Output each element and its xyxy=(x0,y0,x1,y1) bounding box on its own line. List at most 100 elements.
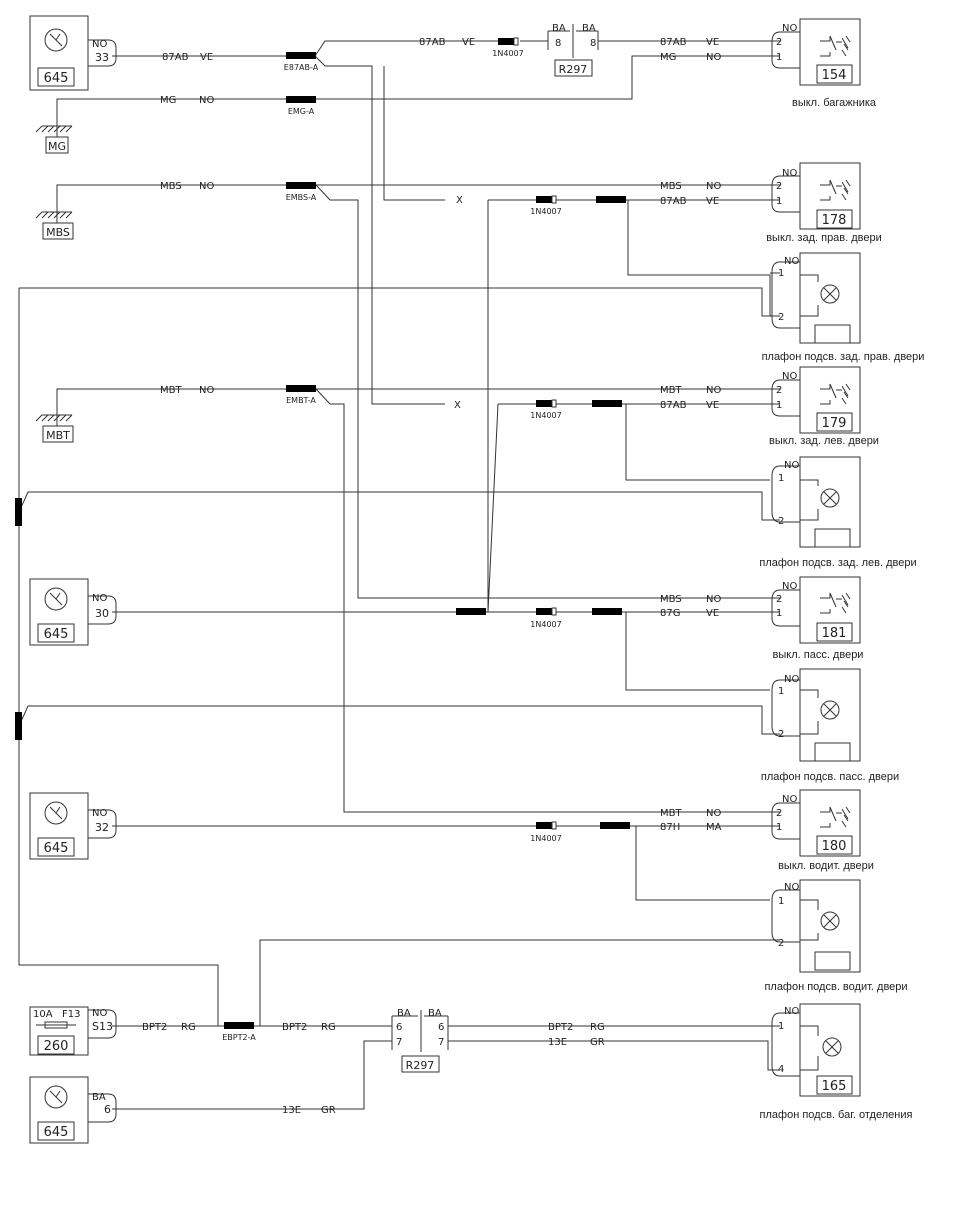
svg-text:33: 33 xyxy=(95,51,109,64)
svg-text:87H: 87H xyxy=(660,822,680,833)
svg-text:6: 6 xyxy=(438,1022,444,1033)
svg-text:87AB: 87AB xyxy=(162,52,189,63)
lamp-caption: плафон подсв. баг. отделения xyxy=(760,1109,913,1121)
svg-text:BA: BA xyxy=(428,1008,442,1019)
svg-text:VE: VE xyxy=(706,196,719,207)
svg-text:MG: MG xyxy=(48,140,66,153)
svg-text:NO: NO xyxy=(784,256,799,267)
svg-text:2: 2 xyxy=(778,729,784,740)
svg-text:EBPT2-A: EBPT2-A xyxy=(222,1033,256,1042)
svg-text:EMBS-A: EMBS-A xyxy=(286,193,317,202)
svg-text:VE: VE xyxy=(706,400,719,411)
svg-text:8: 8 xyxy=(555,38,561,49)
svg-text:NO: NO xyxy=(199,181,214,192)
switch-181: NO 2 1 181 xyxy=(771,576,861,644)
svg-text:NO: NO xyxy=(92,808,107,819)
svg-text:13E: 13E xyxy=(548,1037,567,1048)
svg-text:1: 1 xyxy=(778,1021,784,1032)
switch-178: NO 2 1 178 xyxy=(771,162,861,230)
svg-text:2: 2 xyxy=(776,37,782,48)
svg-text:1: 1 xyxy=(776,822,782,833)
svg-text:MBS: MBS xyxy=(160,181,182,192)
svg-text:EMBT-A: EMBT-A xyxy=(286,396,316,405)
svg-text:BA: BA xyxy=(397,1008,411,1019)
lamp-rear-left: NO 1 2 xyxy=(771,456,861,548)
svg-text:178: 178 xyxy=(822,213,847,228)
svg-text:1: 1 xyxy=(778,896,784,907)
svg-text:6: 6 xyxy=(104,1103,111,1116)
svg-text:10A: 10A xyxy=(33,1009,53,1020)
svg-text:NO: NO xyxy=(784,882,799,893)
svg-text:BA: BA xyxy=(582,23,596,34)
svg-text:NO: NO xyxy=(92,593,107,604)
cross-mark: X xyxy=(454,400,461,411)
svg-text:MBS: MBS xyxy=(660,594,682,605)
unit-number: 645 xyxy=(44,1125,69,1140)
svg-text:8: 8 xyxy=(590,38,596,49)
svg-text:2: 2 xyxy=(776,181,782,192)
svg-text:S13: S13 xyxy=(92,1020,113,1033)
svg-text:MBT: MBT xyxy=(660,808,682,819)
cross-mark: X xyxy=(456,195,463,206)
svg-text:BPT2: BPT2 xyxy=(548,1022,573,1033)
svg-text:154: 154 xyxy=(822,68,847,83)
svg-text:179: 179 xyxy=(822,416,847,431)
svg-text:VE: VE xyxy=(200,52,213,63)
svg-text:GR: GR xyxy=(590,1037,605,1048)
svg-text:6: 6 xyxy=(396,1022,402,1033)
svg-text:1: 1 xyxy=(778,686,784,697)
switch-154: NO 2 1 154 xyxy=(771,18,861,86)
svg-text:NO: NO xyxy=(782,371,797,382)
svg-text:2: 2 xyxy=(776,594,782,605)
svg-text:NO: NO xyxy=(784,1006,799,1017)
svg-text:BA: BA xyxy=(552,23,566,34)
svg-text:2: 2 xyxy=(778,516,784,527)
switch-caption: выкл. водит. двери xyxy=(778,860,874,872)
svg-text:NO: NO xyxy=(706,181,721,192)
lamp-passenger: NO 1 2 xyxy=(771,668,861,762)
svg-text:1N4007: 1N4007 xyxy=(492,49,523,58)
svg-text:VE: VE xyxy=(706,37,719,48)
lamp-caption: плафон подсв. водит. двери xyxy=(764,981,907,993)
svg-text:NO: NO xyxy=(92,39,107,50)
ground-mbt: MBT xyxy=(35,414,74,443)
switch-caption: выкл. зад. прав. двери xyxy=(766,232,882,244)
svg-text:87G: 87G xyxy=(660,608,680,619)
svg-text:30: 30 xyxy=(95,607,109,620)
ground-mg: MG xyxy=(35,125,73,154)
svg-text:NO: NO xyxy=(199,385,214,396)
svg-text:MBS: MBS xyxy=(46,226,70,239)
svg-text:BPT2: BPT2 xyxy=(282,1022,307,1033)
svg-text:VE: VE xyxy=(706,608,719,619)
unit-645-32: 645 NO 32 xyxy=(29,792,117,860)
svg-text:2: 2 xyxy=(778,938,784,949)
svg-text:R297: R297 xyxy=(559,63,588,76)
svg-text:VE: VE xyxy=(462,37,475,48)
splices: E87AB-A EMG-A EMBS-A EMBT-A EBPT2-A xyxy=(15,52,630,1042)
unit-645-top: 645 NO 33 xyxy=(29,15,117,91)
svg-text:MBT: MBT xyxy=(46,429,70,442)
svg-text:1N4007: 1N4007 xyxy=(530,411,561,420)
svg-text:1: 1 xyxy=(776,196,782,207)
svg-text:RG: RG xyxy=(181,1022,196,1033)
switch-179: NO 2 1 179 xyxy=(771,366,861,434)
svg-text:BA: BA xyxy=(92,1092,106,1103)
svg-text:NO: NO xyxy=(706,52,721,63)
svg-text:1: 1 xyxy=(776,400,782,411)
svg-text:NO: NO xyxy=(782,23,797,34)
svg-text:1: 1 xyxy=(778,268,784,279)
svg-text:1: 1 xyxy=(776,52,782,63)
fuse-260: 10A F13 260 NO S13 xyxy=(29,1006,117,1056)
lamp-trunk: NO 1 4 165 xyxy=(771,1003,861,1097)
svg-text:2: 2 xyxy=(776,808,782,819)
svg-text:NO: NO xyxy=(782,794,797,805)
svg-text:E87AB-A: E87AB-A xyxy=(284,63,319,72)
svg-text:180: 180 xyxy=(822,839,847,854)
svg-text:NO: NO xyxy=(784,460,799,471)
svg-text:NO: NO xyxy=(706,808,721,819)
svg-text:R297: R297 xyxy=(406,1059,435,1072)
unit-645-30: 645 NO 30 xyxy=(29,578,117,646)
unit-number: 260 xyxy=(44,1039,69,1054)
svg-text:MG: MG xyxy=(160,95,176,106)
